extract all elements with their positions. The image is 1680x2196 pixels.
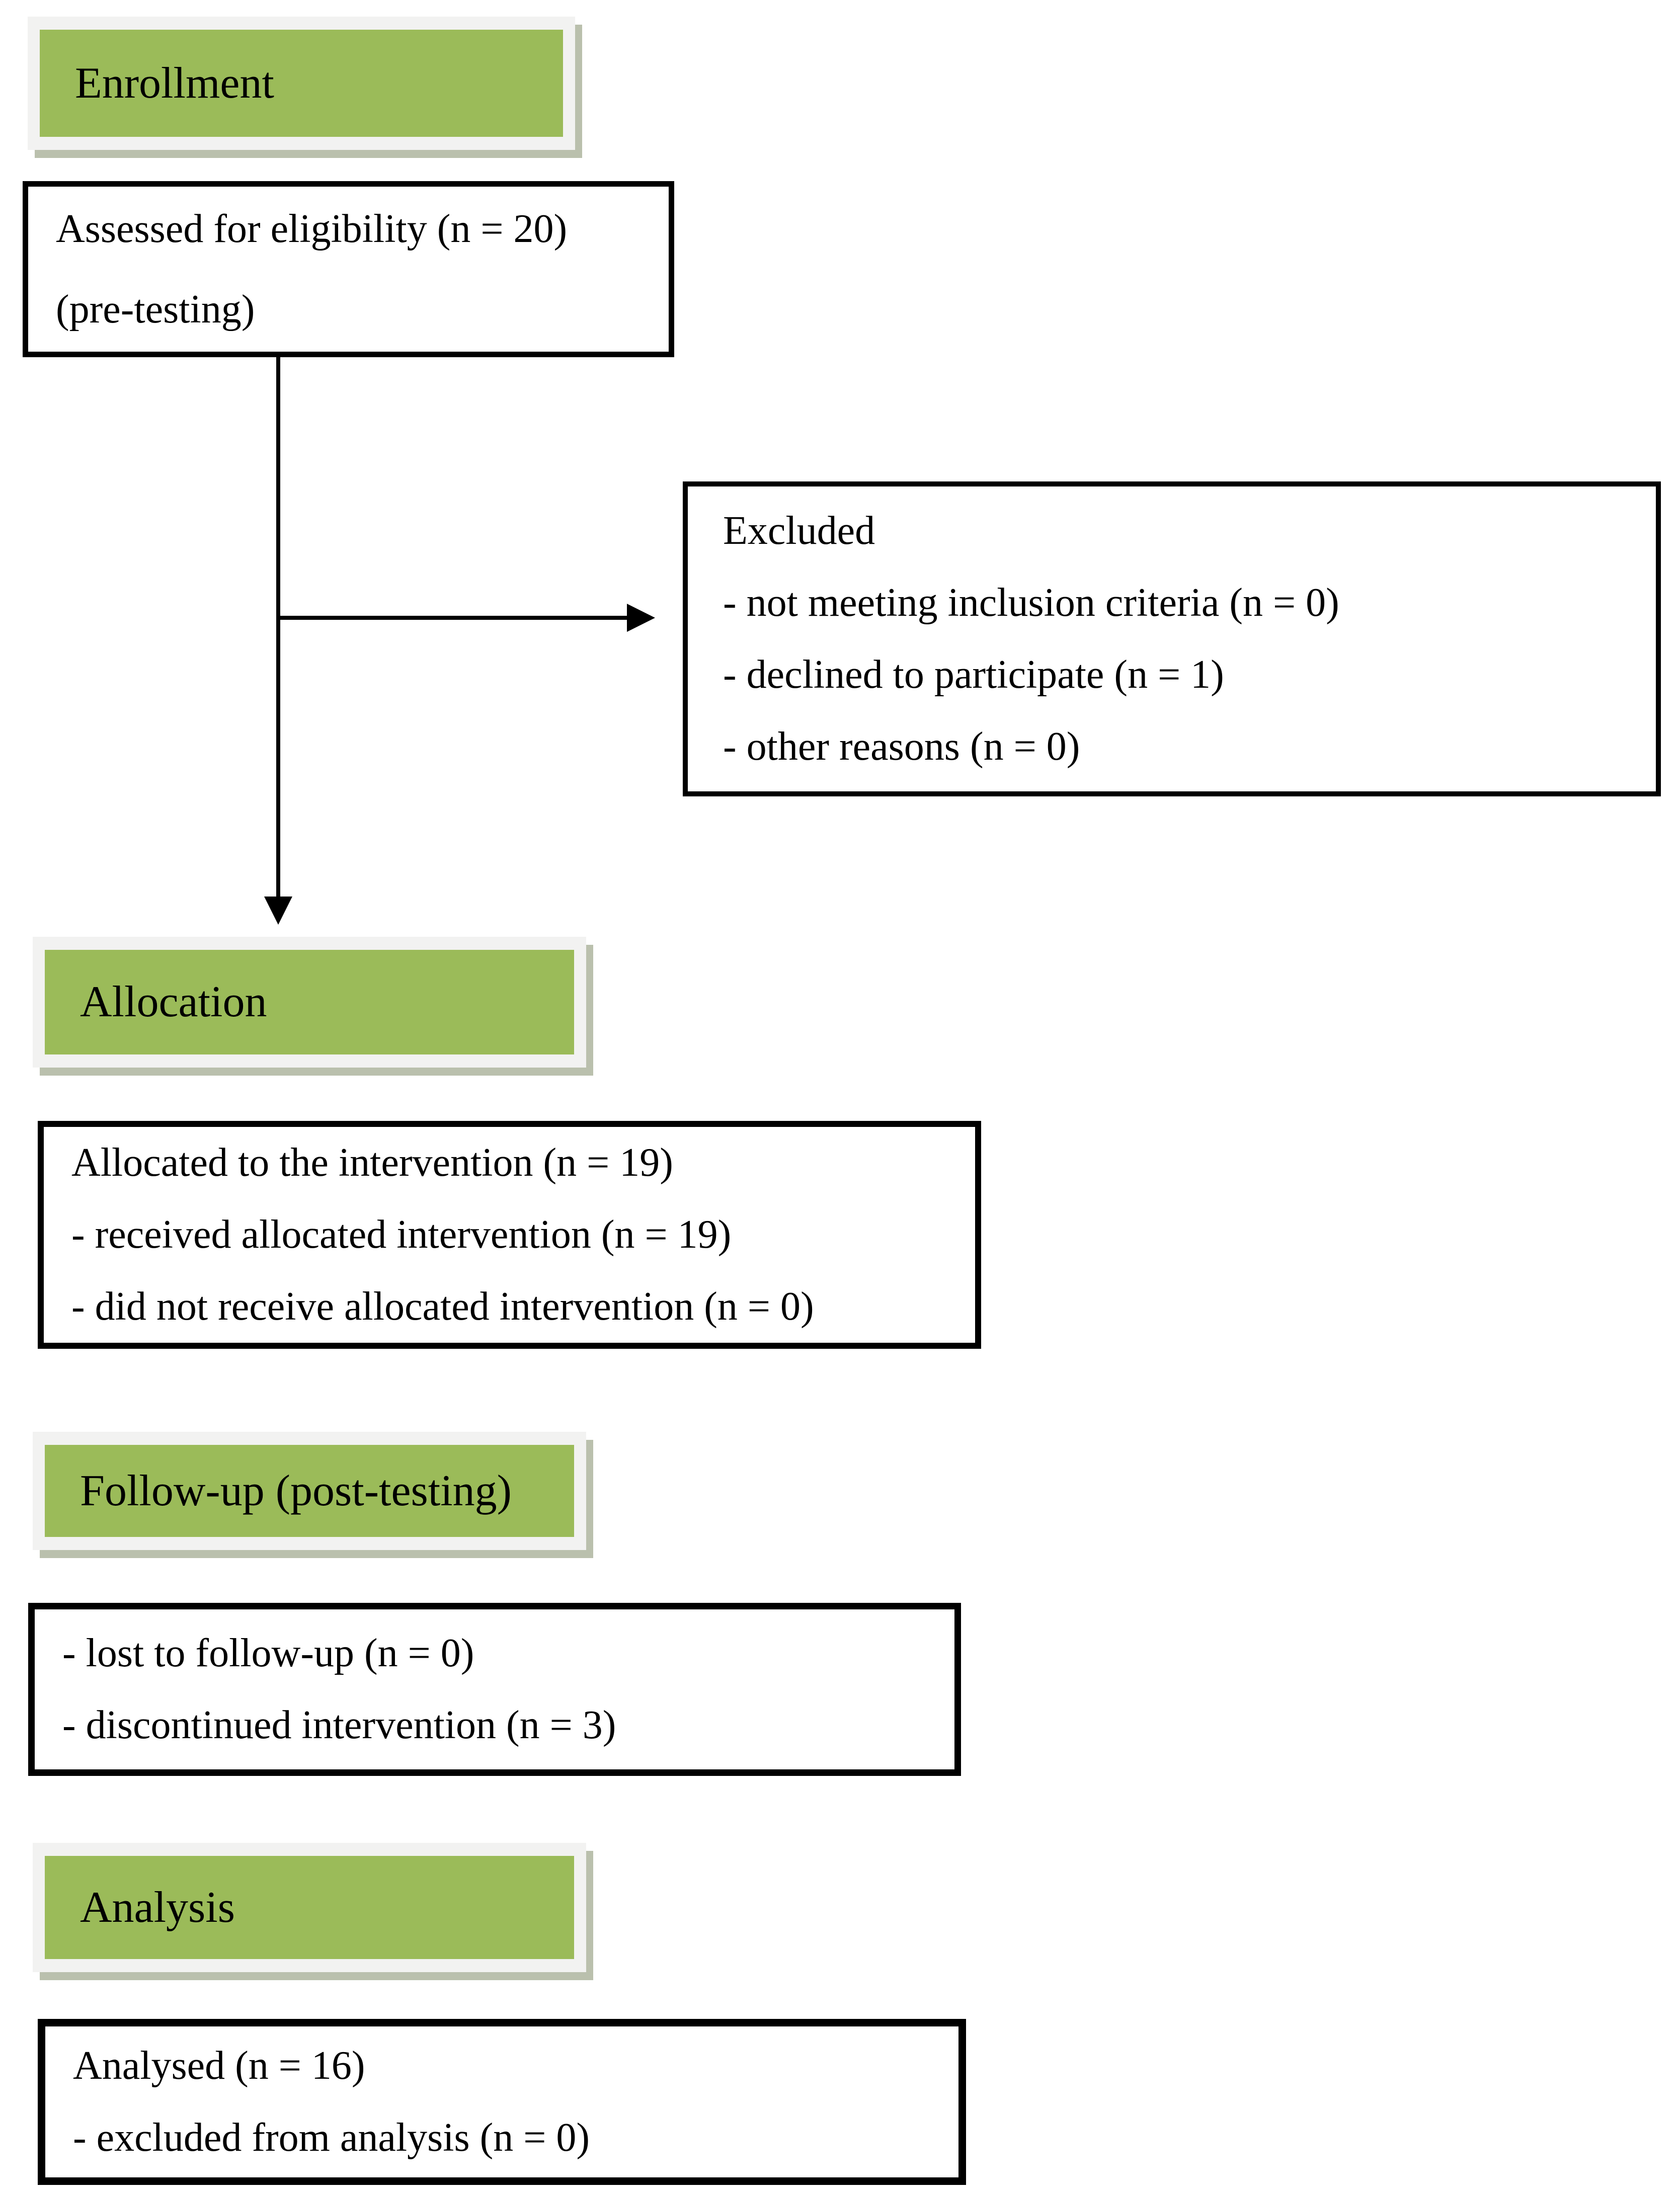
excluded-box: Excluded - not meeting inclusion criteri… bbox=[683, 481, 1661, 796]
excluded-line-declined: - declined to participate (n = 1) bbox=[723, 653, 1224, 697]
analysis-header-fill: Analysis bbox=[45, 1856, 574, 1959]
analysed-line-total: Analysed (n = 16) bbox=[73, 2044, 365, 2088]
excluded-line-other-reasons: - other reasons (n = 0) bbox=[723, 724, 1080, 769]
analysed-line-excluded: - excluded from analysis (n = 0) bbox=[73, 2116, 590, 2160]
analysis-header: Analysis bbox=[33, 1843, 586, 1972]
assessed-line-2: (pre-testing) bbox=[56, 287, 255, 332]
followup-box: - lost to follow-up (n = 0) - discontinu… bbox=[28, 1603, 961, 1776]
assessed-line-1: Assessed for eligibility (n = 20) bbox=[56, 207, 568, 251]
excluded-title: Excluded bbox=[723, 509, 875, 553]
down-arrow-shaft bbox=[276, 357, 280, 897]
followup-line-lost: - lost to follow-up (n = 0) bbox=[62, 1631, 474, 1675]
analysis-header-label: Analysis bbox=[80, 1883, 235, 1932]
right-arrow-shaft bbox=[278, 616, 627, 620]
allocation-header: Allocation bbox=[33, 937, 586, 1068]
followup-line-discontinued: - discontinued intervention (n = 3) bbox=[62, 1703, 616, 1747]
followup-header-fill: Follow-up (post-testing) bbox=[45, 1445, 574, 1537]
allocated-line-not-received: - did not receive allocated intervention… bbox=[71, 1284, 814, 1329]
assessed-box: Assessed for eligibility (n = 20) (pre-t… bbox=[23, 181, 674, 357]
excluded-line-not-meeting-criteria: - not meeting inclusion criteria (n = 0) bbox=[723, 581, 1339, 625]
allocated-line-received: - received allocated intervention (n = 1… bbox=[71, 1212, 732, 1257]
allocated-box: Allocated to the intervention (n = 19) -… bbox=[38, 1121, 981, 1349]
followup-header: Follow-up (post-testing) bbox=[33, 1432, 586, 1550]
analysed-box: Analysed (n = 16) - excluded from analys… bbox=[38, 2019, 966, 2185]
allocation-header-fill: Allocation bbox=[45, 950, 574, 1054]
allocated-line-total: Allocated to the intervention (n = 19) bbox=[71, 1141, 673, 1185]
allocation-header-label: Allocation bbox=[80, 978, 267, 1026]
enrollment-header-fill: Enrollment bbox=[40, 30, 563, 137]
enrollment-header-label: Enrollment bbox=[75, 58, 274, 108]
followup-header-label: Follow-up (post-testing) bbox=[80, 1466, 512, 1515]
right-arrow-head bbox=[627, 604, 655, 632]
enrollment-header: Enrollment bbox=[28, 17, 575, 150]
down-arrow-head bbox=[264, 897, 292, 925]
